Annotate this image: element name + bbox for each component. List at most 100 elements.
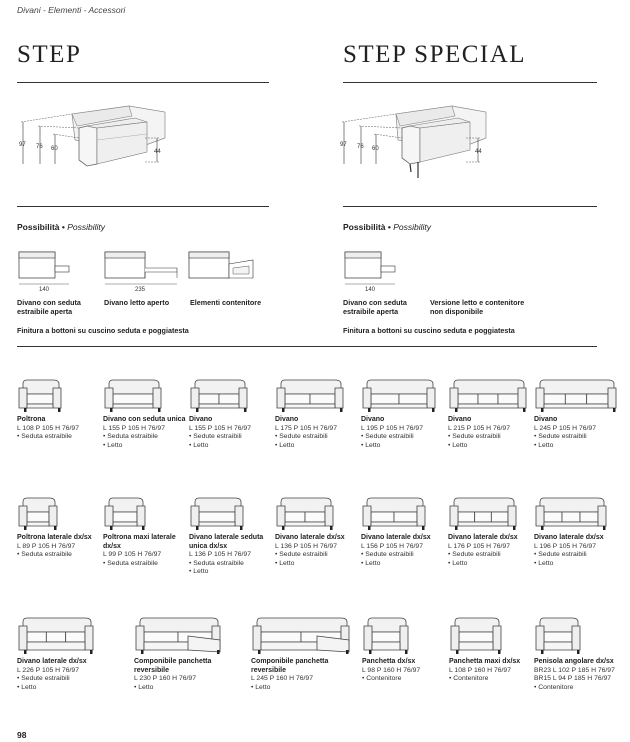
product-feature: • Contenitore [362, 675, 402, 682]
sofa-drawing [362, 497, 426, 530]
config-drawing-special: 140 [344, 251, 396, 293]
product-dimensions-alt: BR15 L 94 P 185 H 76/97 [534, 675, 612, 682]
title-step-special-bold: STEP [343, 41, 407, 68]
dim-height-76: 76 [357, 144, 364, 150]
dim-depth-44: 44 [475, 149, 482, 155]
divider [343, 82, 597, 83]
product-dimensions: L 99 P 105 H 76/97 [103, 551, 162, 558]
sofa-drawing [450, 617, 502, 654]
sofa-drawing [135, 617, 221, 654]
product-feature: • Letto [361, 559, 381, 567]
step-dimension-drawing: 97 76 60 44 [19, 105, 166, 167]
product-feature: • Letto [275, 441, 295, 449]
sofa-drawing [449, 379, 527, 412]
title-step-special: STEP SPECIAL [343, 41, 526, 69]
sofa-drawing [18, 617, 94, 654]
product-name: Divano [189, 416, 213, 423]
finish-note: Finitura a bottoni su cuscino seduta e p… [343, 326, 515, 335]
product-dimensions: L 98 P 160 H 76/97 [362, 666, 421, 674]
product-dimensions: L 89 P 105 H 76/97 [17, 542, 76, 550]
product-feature: • Letto [103, 441, 123, 449]
product-feature: • Letto [189, 568, 209, 575]
product-feature: • Letto [448, 559, 468, 567]
product-name: Divano laterale dx/sx [448, 534, 518, 541]
config-caption: Divano con seduta estraibile aperta [17, 298, 81, 316]
divider [17, 346, 597, 347]
sofa-drawing [104, 379, 162, 412]
product-dimensions: L 155 P 105 H 76/97 [189, 424, 251, 432]
config-width-140: 140 [39, 287, 50, 293]
product-name: Divano laterale dx/sx [534, 534, 604, 541]
product-feature: • Sedute estraibili [17, 675, 70, 682]
finish-note: Finitura a bottoni su cuscino seduta e p… [17, 326, 189, 335]
product-dimensions: L 195 P 105 H 76/97 [361, 424, 423, 432]
sofa-drawing [104, 497, 146, 530]
divider [17, 82, 269, 83]
sofa-drawing [276, 497, 334, 530]
product-name: Penisola angolare dx/sx [534, 658, 614, 665]
sofa-drawing [190, 379, 248, 412]
product-feature: • Letto [134, 683, 154, 691]
dim-height-97: 97 [19, 142, 26, 148]
product-name: Divano laterale dx/sx [17, 658, 87, 665]
possibility-heading: Possibilità • Possibility [17, 222, 106, 232]
product-feature: • Contenitore [449, 675, 489, 682]
product-feature: • Sedute estraibili [275, 433, 328, 440]
product-dimensions: L 155 P 105 H 76/97 [103, 424, 165, 432]
config-caption: Versione letto e contenitore non disponi… [430, 298, 525, 316]
title-step-special-light: SPECIAL [414, 41, 527, 68]
sofa-drawing [363, 617, 409, 654]
title-step: STEP [17, 41, 81, 69]
product-dimensions: L 108 P 105 H 76/97 [17, 424, 79, 432]
product-dimensions: L 136 P 105 H 76/97 [275, 542, 337, 550]
product-name: Divano laterale seduta unica dx/sx [189, 534, 264, 550]
product-feature: • Letto [17, 683, 37, 691]
product-feature: • Contenitore [534, 683, 574, 691]
product-feature: • Letto [534, 559, 554, 567]
sofa-drawing [276, 379, 344, 412]
divider [343, 206, 597, 207]
product-feature: • Seduta estraibile [103, 433, 158, 440]
breadcrumb: Divani - Elementi - Accessori [17, 5, 126, 15]
product-name: Poltrona laterale dx/sx [17, 534, 92, 541]
product-feature: • Letto [448, 441, 468, 449]
product-dimensions: L 176 P 105 H 76/97 [448, 542, 510, 550]
product-feature: • Seduta estraibile [17, 433, 72, 440]
config-width-235: 235 [135, 287, 146, 293]
sofa-drawing [535, 617, 581, 654]
product-dimensions: L 136 P 105 H 76/97 [189, 551, 251, 558]
product-feature: • Sedute estraibili [361, 551, 414, 558]
product-feature: • Sedute estraibili [189, 433, 242, 440]
dim-height-60: 60 [372, 146, 379, 152]
product-name: Componibile panchetta reversibile [251, 658, 329, 674]
sofa-drawing [18, 379, 62, 412]
page-number: 98 [17, 730, 27, 740]
product-name: Poltrona [17, 416, 46, 423]
product-dimensions: L 175 P 105 H 76/97 [275, 424, 337, 432]
product-feature: • Sedute estraibili [534, 433, 587, 440]
config-width-140: 140 [365, 287, 376, 293]
product-dimensions: L 215 P 105 H 76/97 [448, 424, 510, 432]
config-caption: Divano letto aperto [104, 298, 170, 307]
possibility-label: Possibilità [17, 222, 60, 232]
product-feature: • Letto [275, 559, 295, 567]
product-feature: • Sedute estraibili [448, 551, 501, 558]
possibility-en: Possibility [393, 222, 432, 232]
sofa-drawing [535, 379, 617, 412]
product-feature: • Seduta estraibile [17, 551, 72, 558]
product-name: Divano [275, 416, 299, 423]
config-drawings: 140 235 [18, 251, 254, 293]
sofa-drawing [190, 497, 244, 530]
product-dimensions: BR23 L 102 P 185 H 76/97 [534, 666, 615, 674]
product-feature: • Sedute estraibili [361, 433, 414, 440]
product-feature: • Sedute estraibili [448, 433, 501, 440]
divider [17, 206, 269, 207]
